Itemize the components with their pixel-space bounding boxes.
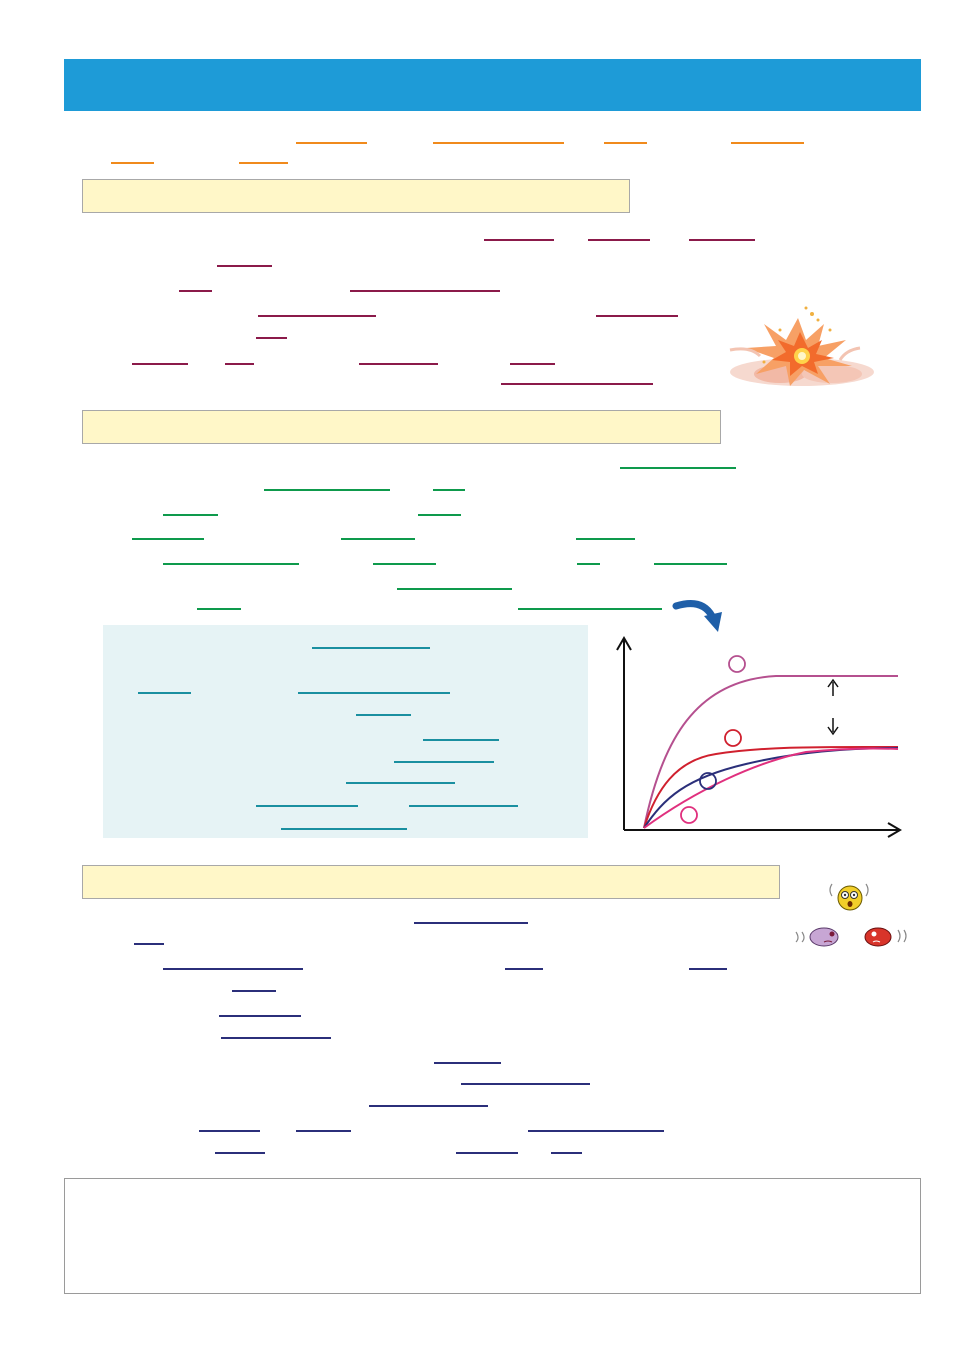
fill-blank[interactable]	[409, 805, 518, 807]
fill-blank[interactable]	[239, 162, 288, 164]
fill-blank[interactable]	[418, 514, 461, 516]
fill-blank[interactable]	[731, 142, 804, 144]
section-heading-1	[82, 179, 630, 213]
curve-top	[643, 675, 898, 829]
curve-pink	[643, 747, 899, 829]
curve-red	[643, 745, 899, 829]
fill-blank[interactable]	[356, 714, 411, 716]
fill-blank[interactable]	[394, 761, 494, 763]
fill-blank[interactable]	[312, 647, 430, 649]
fill-blank[interactable]	[221, 1037, 331, 1039]
fill-blank[interactable]	[296, 142, 367, 144]
section-heading-3	[82, 865, 780, 899]
label-circle-top	[728, 655, 746, 673]
label-circle-pink	[680, 806, 698, 824]
fill-blank[interactable]	[163, 563, 299, 565]
fill-blank[interactable]	[397, 588, 512, 590]
fill-blank[interactable]	[298, 692, 450, 694]
section-heading-2	[82, 410, 721, 444]
fill-blank[interactable]	[414, 922, 528, 924]
fill-blank[interactable]	[484, 239, 554, 241]
fill-blank[interactable]	[199, 1130, 260, 1132]
title-banner	[64, 59, 921, 111]
fill-blank[interactable]	[197, 608, 241, 610]
fill-blank[interactable]	[596, 315, 678, 317]
fill-blank[interactable]	[369, 1105, 488, 1107]
fill-blank[interactable]	[258, 315, 376, 317]
fill-blank[interactable]	[423, 739, 499, 741]
fill-blank[interactable]	[281, 828, 407, 830]
fill-blank[interactable]	[350, 290, 500, 292]
curve-navy	[643, 747, 899, 829]
curved-arrow-icon	[672, 600, 722, 632]
fill-blank[interactable]	[264, 489, 390, 491]
fill-blank[interactable]	[163, 514, 218, 516]
fill-blank[interactable]	[138, 692, 191, 694]
fill-blank[interactable]	[232, 990, 276, 992]
fill-blank[interactable]	[373, 563, 436, 565]
answer-box[interactable]	[64, 1178, 921, 1294]
gap-arrow-down-head	[827, 726, 839, 736]
fill-blank[interactable]	[433, 489, 465, 491]
info-box	[103, 625, 588, 838]
fill-blank[interactable]	[256, 805, 358, 807]
fill-blank[interactable]	[620, 467, 736, 469]
fill-blank[interactable]	[132, 538, 204, 540]
x-axis-arrowhead	[887, 822, 902, 838]
molecule-faces-icon	[795, 883, 907, 947]
y-axis-arrowhead	[616, 636, 632, 651]
fill-blank[interactable]	[576, 538, 635, 540]
fill-blank[interactable]	[219, 1015, 301, 1017]
fill-blank[interactable]	[510, 363, 555, 365]
fill-blank[interactable]	[551, 1152, 582, 1154]
fill-blank[interactable]	[132, 363, 188, 365]
fill-blank[interactable]	[604, 142, 647, 144]
fill-blank[interactable]	[225, 363, 254, 365]
fill-blank[interactable]	[217, 265, 272, 267]
fill-blank[interactable]	[296, 1130, 351, 1132]
fill-blank[interactable]	[501, 383, 653, 385]
fill-blank[interactable]	[588, 239, 650, 241]
label-circle-navy	[699, 772, 717, 790]
fill-blank[interactable]	[518, 608, 662, 610]
fill-blank[interactable]	[505, 968, 543, 970]
fill-blank[interactable]	[341, 538, 415, 540]
fill-blank[interactable]	[215, 1152, 265, 1154]
fill-blank[interactable]	[134, 943, 164, 945]
fill-blank[interactable]	[577, 563, 600, 565]
fill-blank[interactable]	[433, 142, 564, 144]
fill-blank[interactable]	[461, 1083, 590, 1085]
fill-blank[interactable]	[689, 239, 755, 241]
fill-blank[interactable]	[256, 337, 287, 339]
fill-blank[interactable]	[346, 782, 455, 784]
reaction-curves-graph	[616, 636, 902, 838]
label-circle-red	[724, 729, 742, 747]
fill-blank[interactable]	[359, 363, 438, 365]
fill-blank[interactable]	[689, 968, 727, 970]
fill-blank[interactable]	[528, 1130, 664, 1132]
fill-blank[interactable]	[434, 1062, 501, 1064]
gap-arrow-up-head	[827, 678, 839, 688]
explosion-icon	[729, 306, 874, 386]
fill-blank[interactable]	[179, 290, 212, 292]
fill-blank[interactable]	[111, 162, 154, 164]
fill-blank[interactable]	[163, 968, 303, 970]
fill-blank[interactable]	[654, 563, 727, 565]
fill-blank[interactable]	[456, 1152, 518, 1154]
